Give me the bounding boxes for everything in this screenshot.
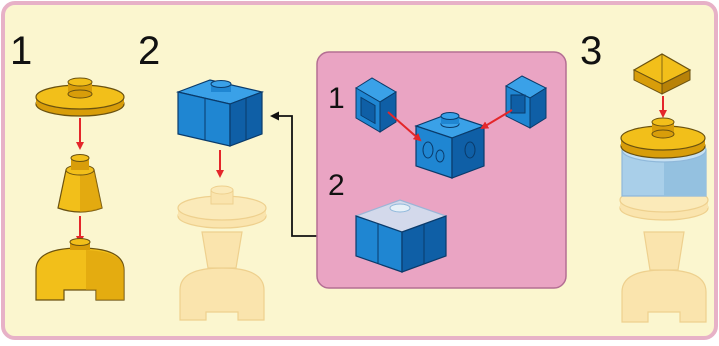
pyramid-tile-piece <box>632 53 692 95</box>
yellow-round-top <box>620 117 706 159</box>
sub-step-1-number: 1 <box>328 82 345 115</box>
step-2-number: 2 <box>138 29 160 73</box>
step-1-number: 1 <box>10 29 32 73</box>
blue-brick-piece <box>175 79 265 147</box>
sub-step-2-number: 2 <box>328 169 345 202</box>
connector-arrow <box>270 111 318 237</box>
center-studded-brick <box>414 112 486 179</box>
step-2-assembly <box>175 79 267 321</box>
right-frame-tile <box>504 75 548 129</box>
faded-base-stack <box>177 185 267 321</box>
arrow-right-tile <box>480 109 513 130</box>
arrow-left-tile <box>387 111 422 142</box>
cone-piece <box>57 154 103 213</box>
step-3-assembly <box>619 53 709 323</box>
dome-base-piece <box>35 238 125 301</box>
step-3-number: 3 <box>580 29 602 73</box>
round-plate-piece <box>35 77 125 117</box>
assembled-cube <box>354 199 448 273</box>
faded-dome-base <box>621 269 707 323</box>
step-1-assembly <box>35 77 125 301</box>
sub-assembly-inset: 1 2 <box>316 51 567 289</box>
faded-cone <box>643 231 685 271</box>
